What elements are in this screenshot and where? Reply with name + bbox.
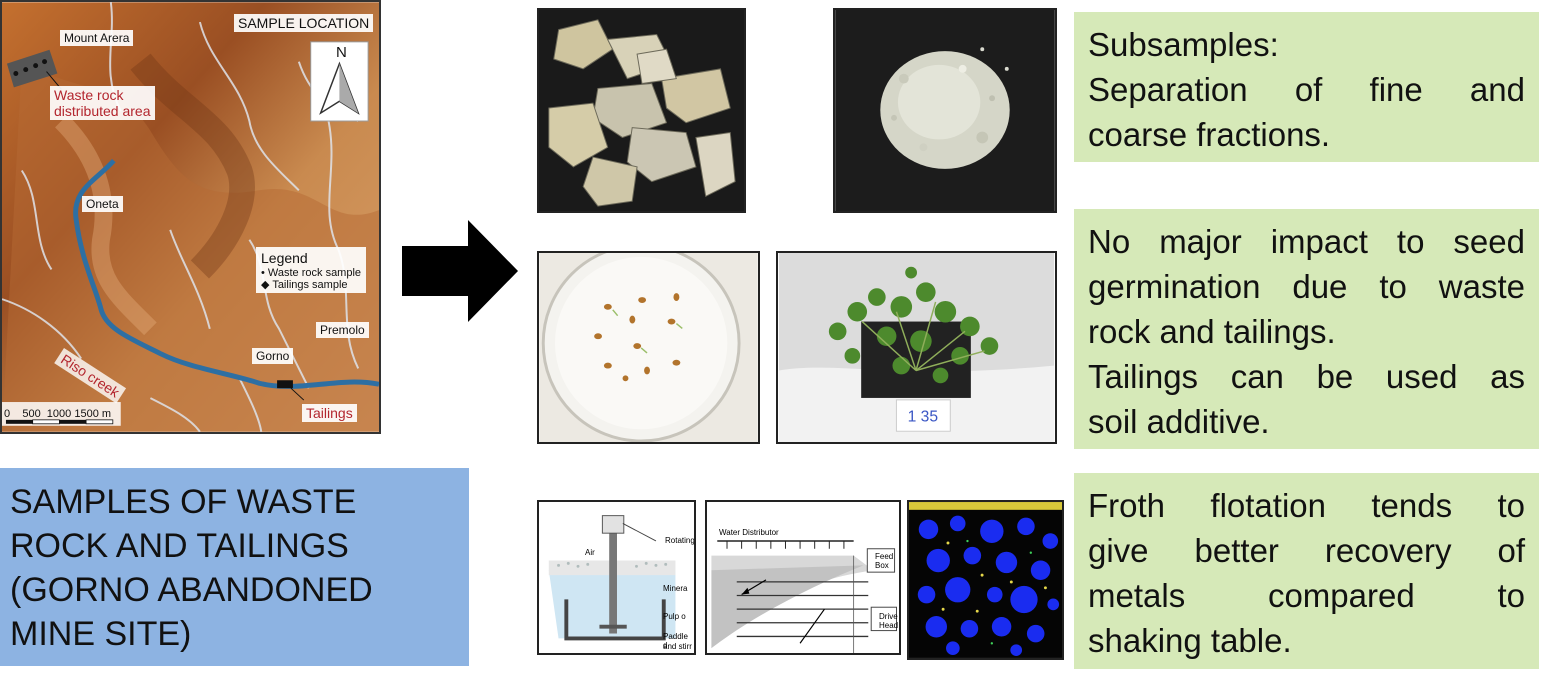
germination-line: soil additive. (1088, 403, 1270, 440)
waste-rock-area-label: Waste rock distributed area (50, 86, 155, 120)
terrain-relief-image (2, 2, 379, 432)
scale-bar-label: 0 500 1000 1500 m (4, 408, 112, 420)
plant-tag-label: 1 35 (908, 408, 939, 425)
legend-waste-rock-sample: • Waste rock sample (261, 267, 362, 279)
petri-dish-image (539, 253, 758, 442)
title-line: MINE SITE) (10, 615, 192, 653)
subsamples-line: Separation of fine and (1088, 71, 1525, 108)
fine-powder-image (835, 10, 1055, 211)
samples-title-box: SAMPLES OF WASTE ROCK AND TAILINGS (GORN… (0, 468, 469, 666)
plant-growth-image: 1 35 (778, 253, 1055, 442)
shaking-table-image (707, 502, 899, 653)
waste-rock-area-marker (6, 49, 58, 88)
particle-mapping-image (907, 500, 1064, 660)
coarse-fraction-photo (537, 8, 746, 213)
flotation-cell-diagram: Rotating Air Minera Pulp o Paddle d and … (537, 500, 696, 655)
germination-line: Tailings can be used as (1088, 358, 1525, 395)
title-line: ROCK AND TAILINGS (10, 527, 349, 565)
oneta-label: Oneta (82, 196, 123, 212)
flotation-cell-image (539, 502, 694, 653)
mineral-map-image (909, 502, 1062, 658)
seed-germination-petri-photo (537, 251, 760, 444)
legend-title: Legend (261, 250, 308, 266)
map-legend: Legend • Waste rock sample ◆ Tailings sa… (256, 247, 367, 293)
subsamples-box: Subsamples: Separation of fine and coars… (1074, 12, 1539, 162)
rock-fragments-image (539, 10, 744, 211)
flotation-line: give better recovery of (1088, 532, 1525, 569)
legend-tailings-sample: ◆ Tailings sample (261, 279, 348, 291)
germination-line: germination due to waste (1088, 268, 1525, 305)
flotation-box: Froth flotation tends to give better rec… (1074, 473, 1539, 669)
shaking-table-diagram: Water Distributor Feed Box Drive Head (705, 500, 901, 655)
tailings-label: Tailings (302, 404, 357, 422)
fine-fraction-photo (833, 8, 1057, 213)
flotation-line: metals compared to (1088, 577, 1525, 614)
germination-line: No major impact to seed (1088, 223, 1525, 260)
subsamples-line: Subsamples: (1088, 26, 1279, 63)
sample-location-map: SAMPLE LOCATION N Mount Arera Waste rock… (0, 0, 381, 434)
premolo-label: Premolo (316, 322, 369, 338)
north-label: N (336, 44, 347, 61)
title-line: (GORNO ABANDONED (10, 571, 373, 609)
flotation-line: Froth flotation tends to (1088, 487, 1525, 524)
germination-line: rock and tailings. (1088, 313, 1336, 350)
germination-box: No major impact to seed germination due … (1074, 209, 1539, 449)
gorno-label: Gorno (252, 348, 294, 364)
flotation-line: shaking table. (1088, 622, 1292, 659)
tailings-marker (277, 380, 293, 389)
mount-arera-label: Mount Arera (60, 30, 134, 46)
subsamples-line: coarse fractions. (1088, 116, 1331, 153)
right-arrow-icon (402, 220, 518, 322)
title-line: SAMPLES OF WASTE (10, 483, 357, 521)
plant-pot-photo: 1 35 (776, 251, 1057, 444)
map-title: SAMPLE LOCATION (234, 14, 374, 32)
